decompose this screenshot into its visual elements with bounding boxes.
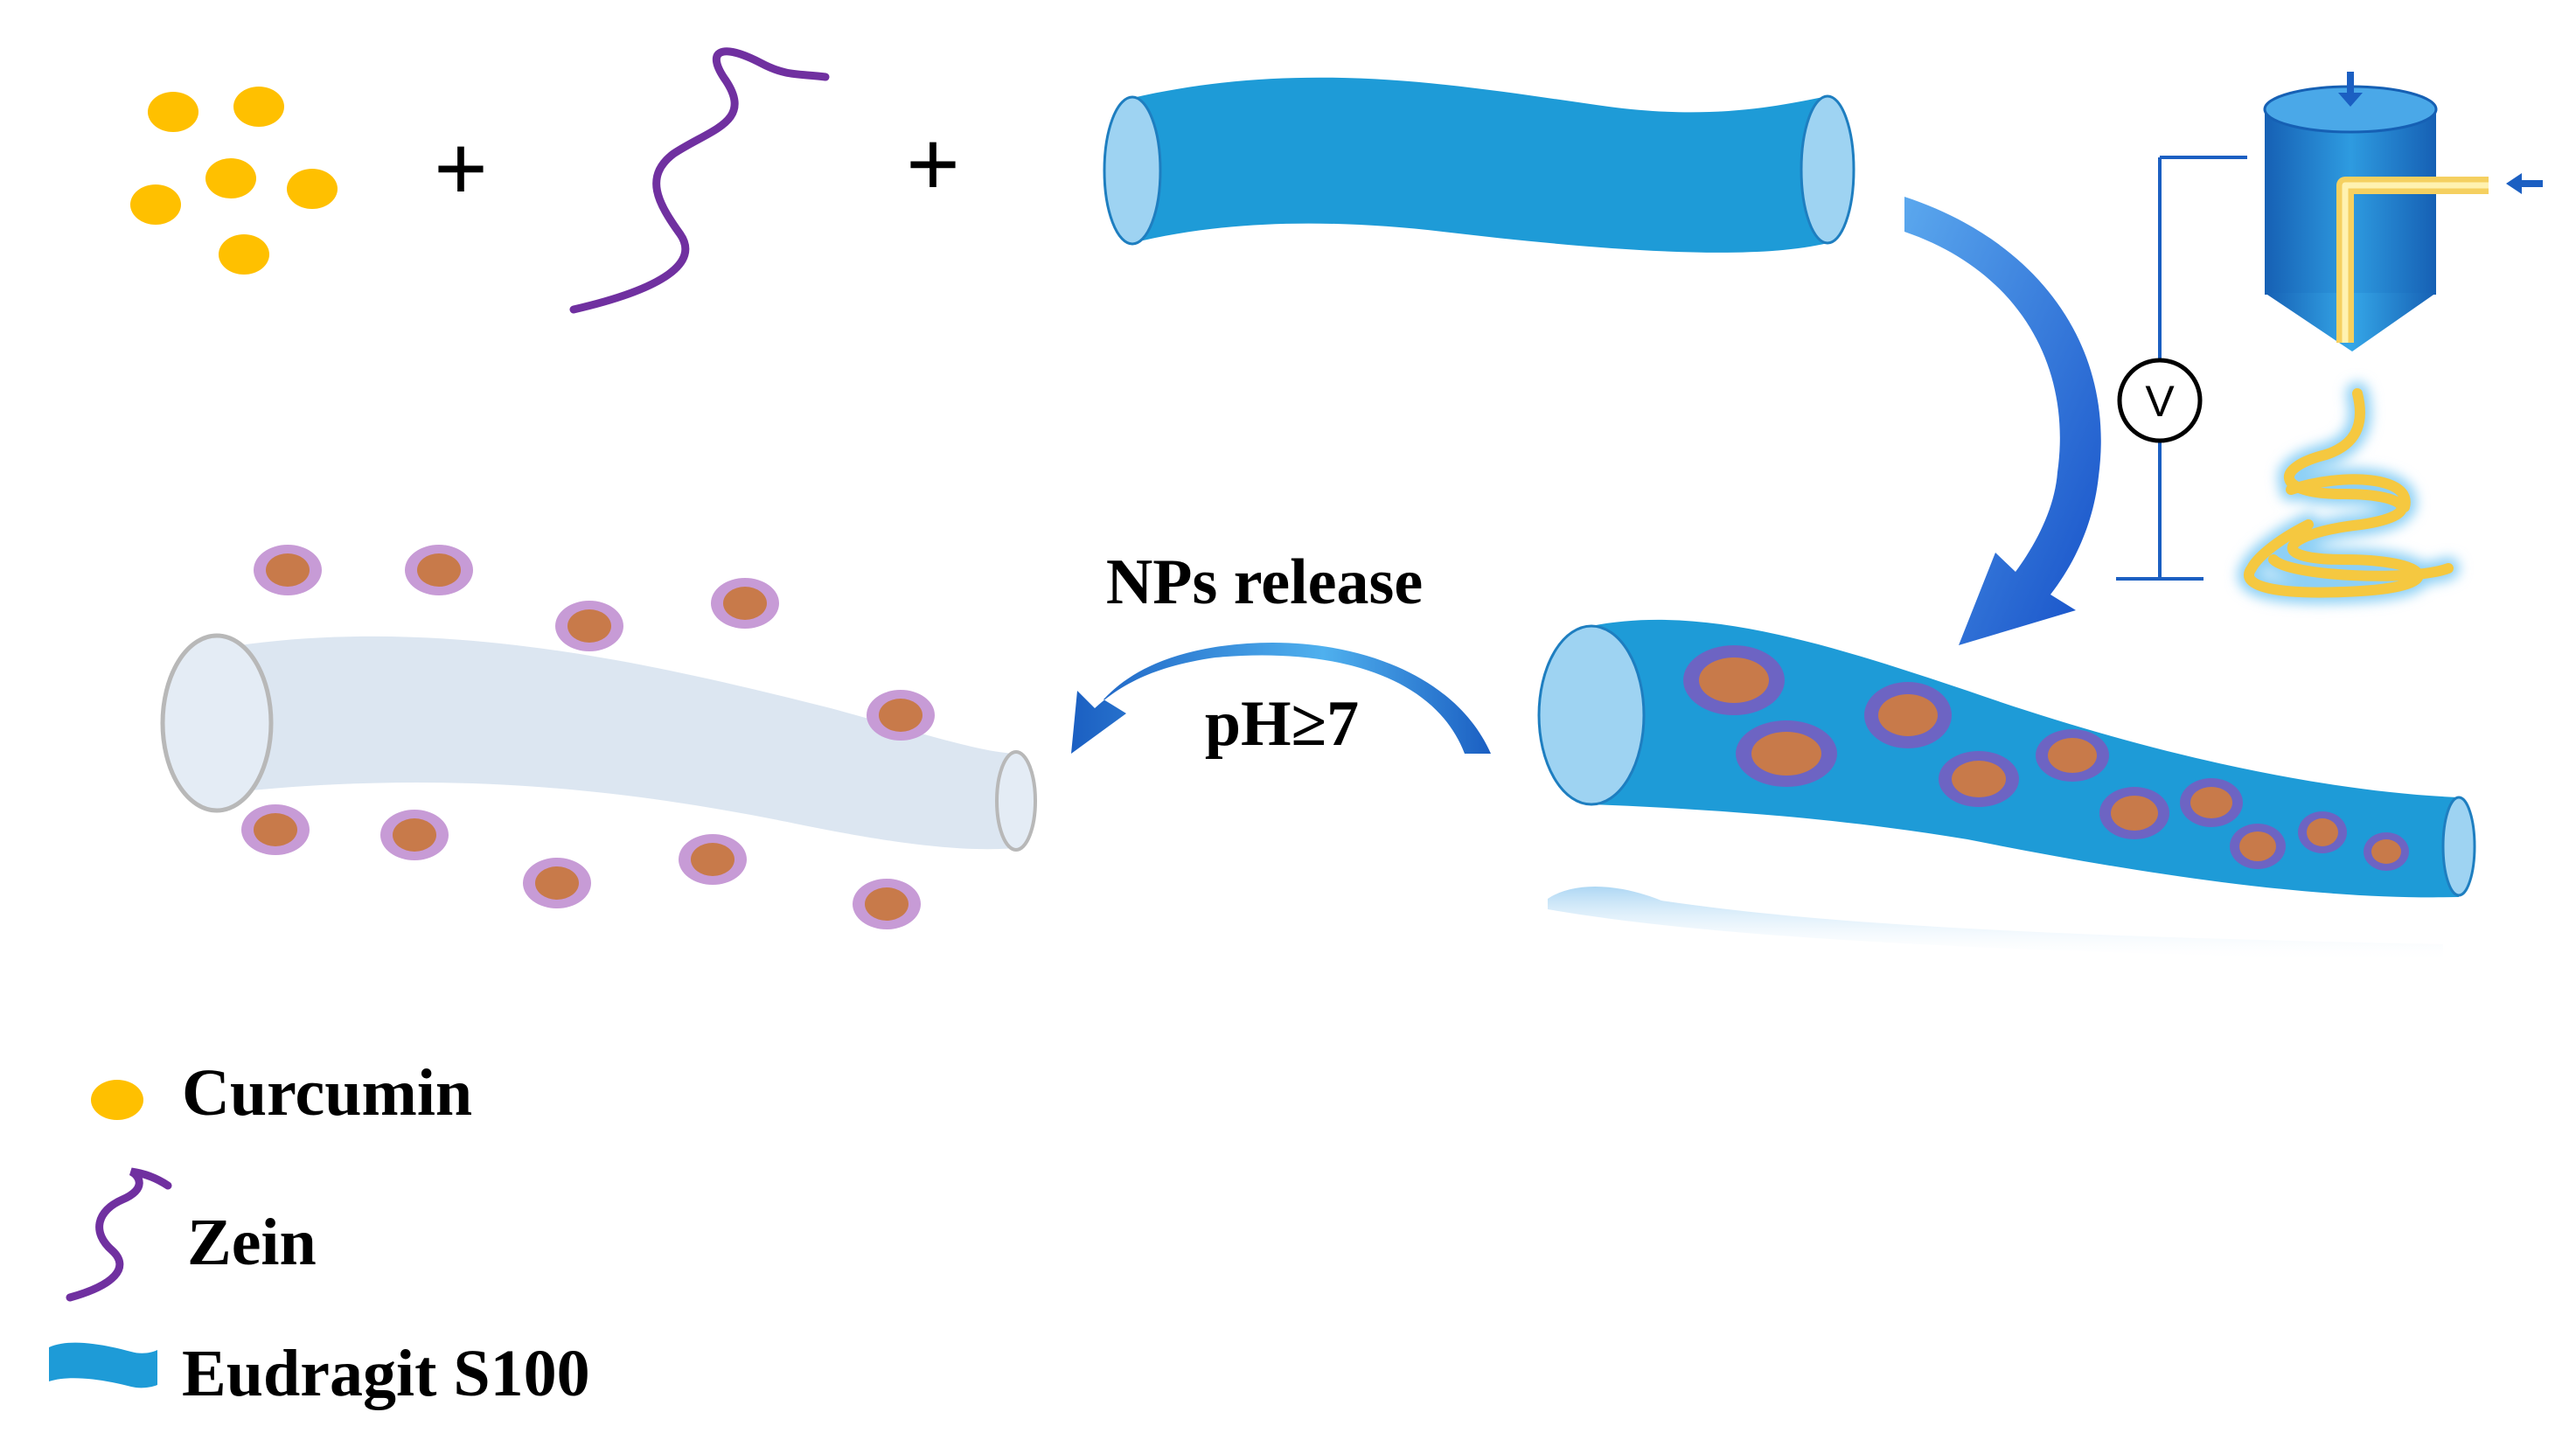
release-step-label: NPs release [1106,546,1423,618]
nanoparticle [867,690,935,741]
voltmeter-symbol: V [2145,377,2175,426]
nanoparticle [254,545,322,595]
eudragit-tube [1103,77,1855,253]
eudragit-swatch-icon [49,1342,157,1388]
feed-arrow-side-icon [2506,173,2543,194]
collected-fiber-coil [2238,382,2460,604]
released-nanoparticles [241,545,935,929]
nanoparticle [1864,682,1952,748]
nanoparticle [2230,824,2286,869]
zein-strand [569,47,830,314]
voltmeter-icon [2117,358,2203,443]
legend-item-zein: Zein [66,1167,317,1302]
legend-label-eudragit: Eudragit S100 [182,1337,590,1410]
nanoparticle [1736,720,1837,787]
zein-swatch-icon [66,1167,172,1302]
legend-label-curcumin: Curcumin [182,1056,472,1130]
ph-condition-label: pH≥7 [1205,688,1359,760]
release-arrow [1071,643,1491,754]
dissolved-fiber [160,633,1037,852]
nanoparticle [380,810,449,860]
nanoparticle [241,804,310,855]
nanoparticle [2298,811,2347,853]
plus-sign-2: + [906,111,961,218]
nanoparticle [853,879,921,929]
nanoparticle [1939,751,2019,807]
loaded-fiber-reflection [1548,886,2443,962]
nanoparticle [2364,832,2409,871]
process-curve-arrow [1904,197,2101,645]
curcumin-cluster [130,87,338,275]
curcumin-swatch-icon [91,1080,143,1120]
feed-arrow-top-icon [2338,72,2363,107]
nanoparticle [405,545,473,595]
nanoparticle [1683,645,1785,715]
embedded-nanoparticles [1683,645,2409,871]
legend-item-curcumin: Curcumin [91,1056,472,1130]
nanoparticle [2099,787,2169,839]
nanoparticle [711,578,779,629]
syringe-body [2263,85,2438,351]
nanoparticle [523,858,591,908]
nanoparticle [555,601,623,651]
nanoparticle [679,834,747,885]
legend-label-zein: Zein [187,1206,317,1279]
nanoparticle [2180,778,2243,827]
plus-sign-1: + [434,115,489,222]
legend-item-eudragit: Eudragit S100 [49,1337,590,1410]
nanoparticle [2036,729,2109,782]
electrospinning-setup: V [2116,72,2543,604]
legend: Curcumin Zein Eudragit S100 [49,1056,590,1410]
